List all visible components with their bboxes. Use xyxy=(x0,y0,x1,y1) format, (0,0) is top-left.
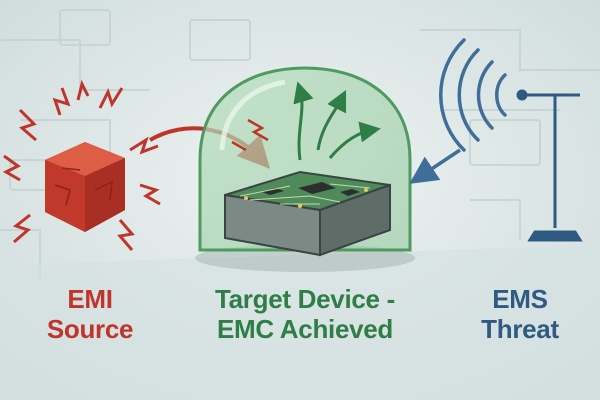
emi-label-line1: EMI xyxy=(67,284,113,314)
ems-threat-label: EMS Threat xyxy=(470,284,570,344)
deflected-emi-icon xyxy=(231,118,269,152)
floor-plane xyxy=(0,245,600,400)
antenna-icon xyxy=(516,89,583,242)
ems-label-line1: EMS xyxy=(492,284,548,314)
emc-outflow-arrows xyxy=(293,81,381,161)
emi-source-label: EMI Source xyxy=(20,284,160,344)
radio-waves-icon xyxy=(439,38,507,152)
emi-lightning-bolts xyxy=(2,79,161,251)
ems-threat-group xyxy=(409,38,583,242)
background-circuit-pattern xyxy=(0,9,600,280)
emi-source-icon xyxy=(2,79,271,251)
pcb-components xyxy=(239,182,371,208)
target-label-line1: Target Device - xyxy=(215,284,395,314)
ems-label-line2: Threat xyxy=(481,314,559,344)
emi-label-line2: Source xyxy=(46,314,134,344)
target-label-line2: EMC Achieved xyxy=(216,314,394,344)
circuit-device-icon xyxy=(224,170,391,257)
target-device-group xyxy=(195,66,415,272)
dome-highlight xyxy=(219,79,286,151)
target-device-label: Target Device - EMC Achieved xyxy=(215,284,395,344)
ems-threat-arrow xyxy=(409,148,461,184)
